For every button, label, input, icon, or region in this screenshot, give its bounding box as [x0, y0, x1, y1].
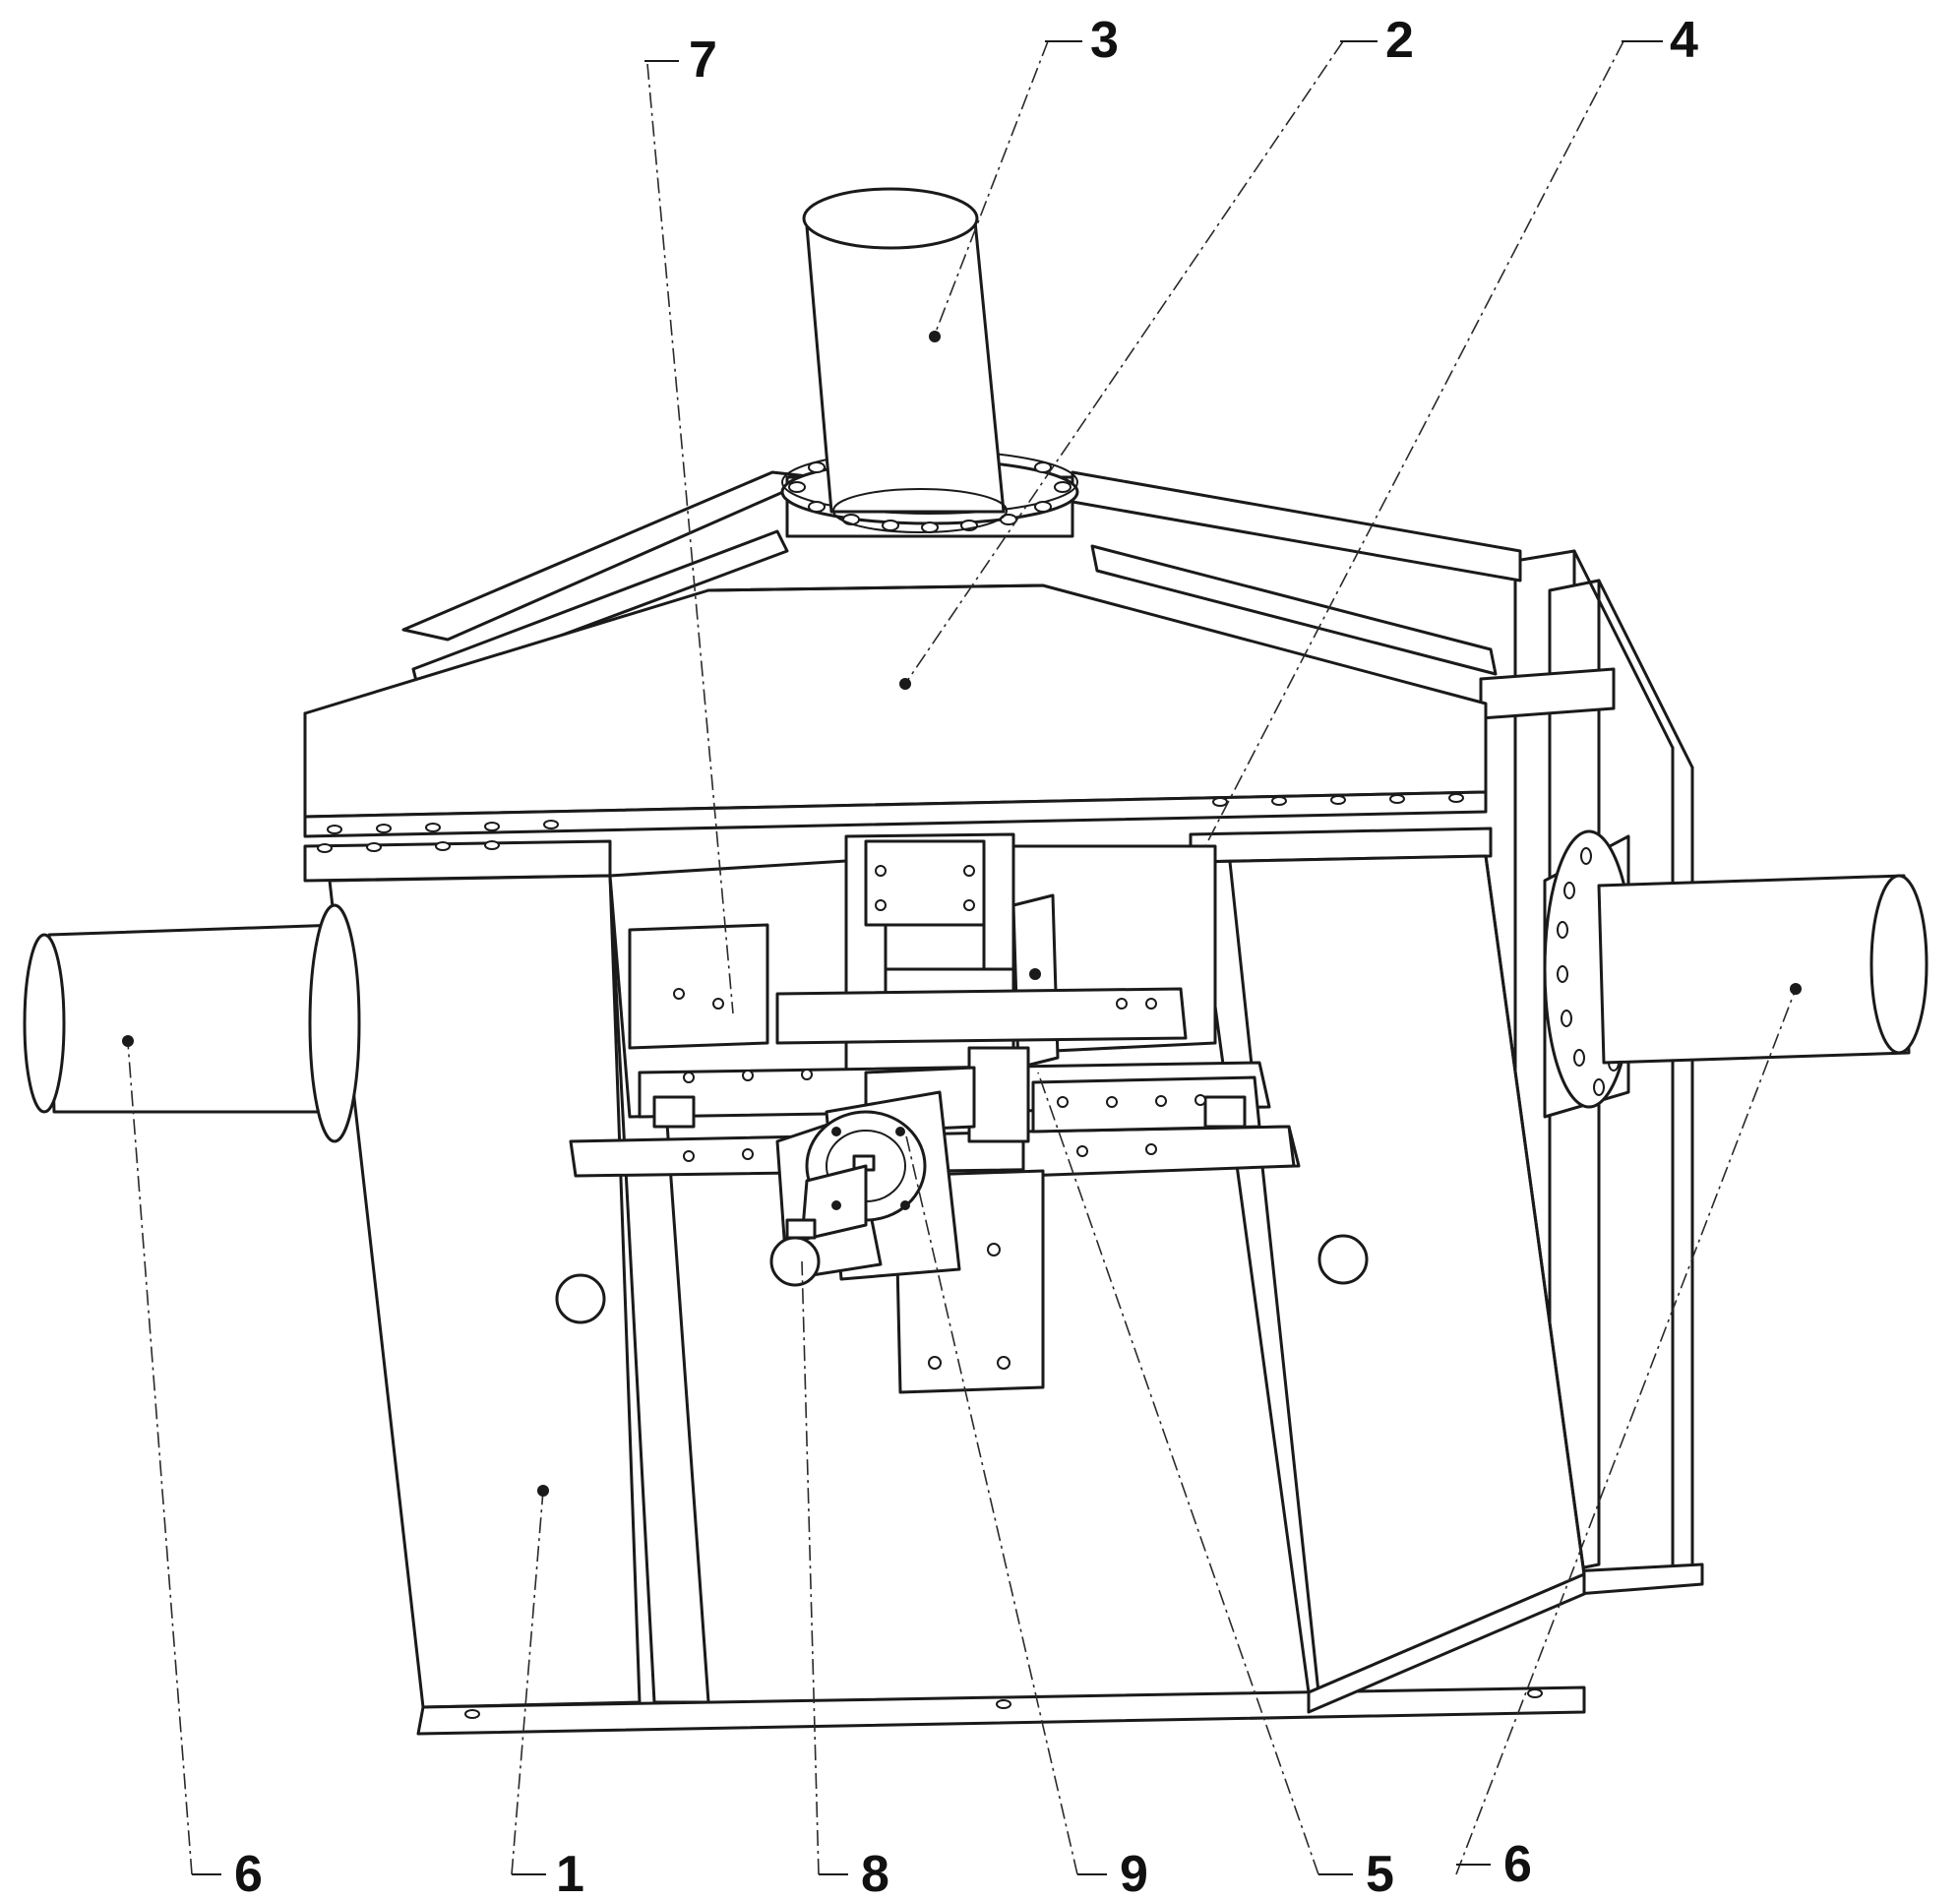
top-flange-bolts [788, 461, 1072, 533]
callout-labels: 7 3 2 4 6 1 8 9 5 6 [192, 12, 1698, 1900]
callout-4: 4 [1670, 12, 1698, 69]
right-flange-bolts [1557, 847, 1620, 1096]
base-bolts [464, 1688, 1543, 1719]
callout-8: 8 [861, 1846, 889, 1900]
callout-dots [122, 331, 1802, 1497]
left-cylinder [23, 903, 361, 1143]
callout-9: 9 [1120, 1846, 1148, 1900]
front-unit [769, 1090, 961, 1287]
callout-6-right: 6 [1503, 1836, 1532, 1893]
crossbeam [303, 470, 1522, 838]
callout-1: 1 [556, 1846, 584, 1900]
callout-7: 7 [689, 31, 717, 89]
rail-holes [673, 988, 1206, 1162]
leader-lines [127, 40, 1797, 1875]
callout-2: 2 [1385, 12, 1414, 69]
callout-5: 5 [1366, 1846, 1394, 1900]
top-cylinder [780, 187, 1079, 538]
callout-6-left: 6 [234, 1846, 263, 1900]
right-cylinder [1543, 829, 1929, 1119]
crossbeam-bolts [327, 793, 1464, 834]
callout-3: 3 [1090, 12, 1119, 69]
